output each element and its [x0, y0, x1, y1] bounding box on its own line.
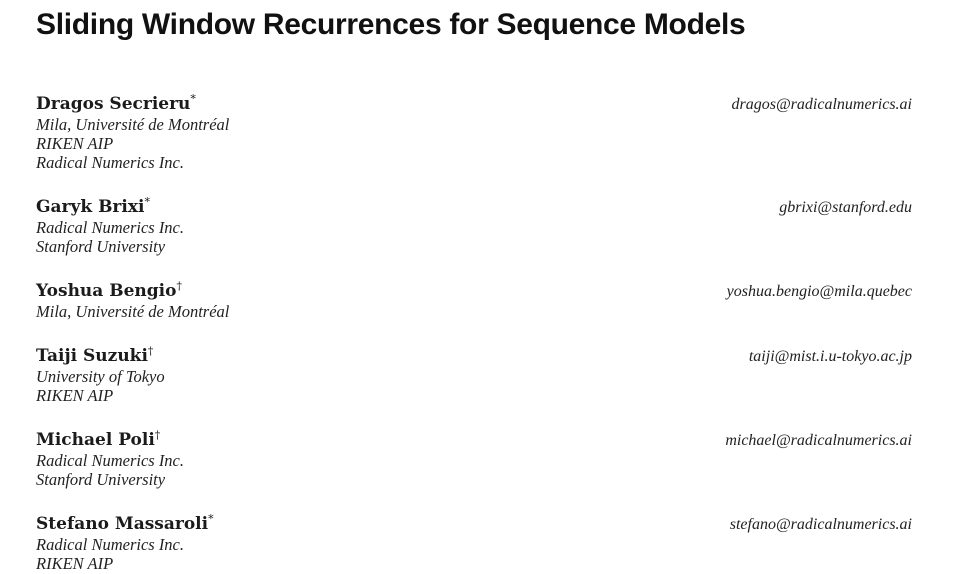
author-block: Michael Poli† michael@radicalnumerics.ai… — [36, 428, 912, 489]
author-affiliation: Radical Numerics Inc. — [36, 153, 185, 172]
author-email: gbrixi@stanford.edu — [779, 199, 912, 216]
author-email: yoshua.bengio@mila.quebec — [726, 283, 912, 300]
author-row: Garyk Brixi* gbrixi@stanford.edu — [36, 195, 912, 218]
author-affiliation: Mila, Université de Montréal — [36, 302, 230, 321]
author-footnote-mark: † — [154, 428, 161, 442]
author-email: stefano@radicalnumerics.ai — [729, 516, 912, 533]
author-name: Michael Poli† — [36, 428, 161, 450]
author-footnote-mark: * — [144, 195, 150, 209]
author-footnote-mark: * — [190, 92, 196, 106]
author-row: Stefano Massaroli* stefano@radicalnumeri… — [36, 512, 912, 535]
author-email: dragos@radicalnumerics.ai — [731, 96, 913, 113]
author-name: Taiji Suzuki† — [36, 344, 154, 366]
author-affiliation: Stanford University — [36, 237, 166, 256]
author-name: Stefano Massaroli* — [36, 512, 214, 534]
paper-title: Sliding Window Recurrences for Sequence … — [36, 8, 746, 41]
author-affiliation: RIKEN AIP — [36, 554, 114, 573]
author-block: Yoshua Bengio† yoshua.bengio@mila.quebec… — [36, 279, 912, 321]
author-name: Garyk Brixi* — [36, 195, 150, 217]
author-affiliation: Radical Numerics Inc. — [36, 451, 185, 470]
author-block: Taiji Suzuki† taiji@mist.i.u-tokyo.ac.jp… — [36, 344, 912, 405]
author-affiliation: Stanford University — [36, 470, 166, 489]
author-row: Taiji Suzuki† taiji@mist.i.u-tokyo.ac.jp — [36, 344, 912, 367]
author-name-text: Garyk Brixi — [36, 197, 145, 217]
author-affiliation: Radical Numerics Inc. — [36, 218, 185, 237]
author-row: Yoshua Bengio† yoshua.bengio@mila.quebec — [36, 279, 912, 302]
author-block: Stefano Massaroli* stefano@radicalnumeri… — [36, 512, 912, 573]
author-affiliation: Radical Numerics Inc. — [36, 535, 185, 554]
author-email: michael@radicalnumerics.ai — [725, 432, 912, 449]
author-name-text: Yoshua Bengio — [36, 281, 177, 301]
author-footnote-mark: * — [208, 512, 214, 526]
author-name-text: Taiji Suzuki — [36, 346, 148, 366]
author-name-text: Dragos Secrieru — [36, 94, 191, 114]
author-name: Dragos Secrieru* — [36, 92, 196, 114]
author-name-text: Stefano Massaroli — [36, 514, 209, 534]
author-affiliation: Mila, Université de Montréal — [36, 115, 230, 134]
author-affiliation: RIKEN AIP — [36, 134, 114, 153]
author-name-text: Michael Poli — [36, 430, 155, 450]
author-footnote-mark: † — [176, 279, 182, 293]
author-list: Dragos Secrieru* dragos@radicalnumerics.… — [36, 92, 913, 573]
author-block: Garyk Brixi* gbrixi@stanford.edu Radical… — [36, 195, 912, 256]
author-email: taiji@mist.i.u-tokyo.ac.jp — [748, 348, 912, 365]
author-name: Yoshua Bengio† — [36, 279, 182, 301]
author-affiliation: RIKEN AIP — [36, 386, 114, 405]
author-block: Dragos Secrieru* dragos@radicalnumerics.… — [36, 92, 913, 172]
author-footnote-mark: † — [147, 344, 154, 358]
author-affiliation: University of Tokyo — [36, 367, 165, 386]
author-row: Michael Poli† michael@radicalnumerics.ai — [36, 428, 912, 451]
author-row: Dragos Secrieru* dragos@radicalnumerics.… — [36, 92, 913, 115]
